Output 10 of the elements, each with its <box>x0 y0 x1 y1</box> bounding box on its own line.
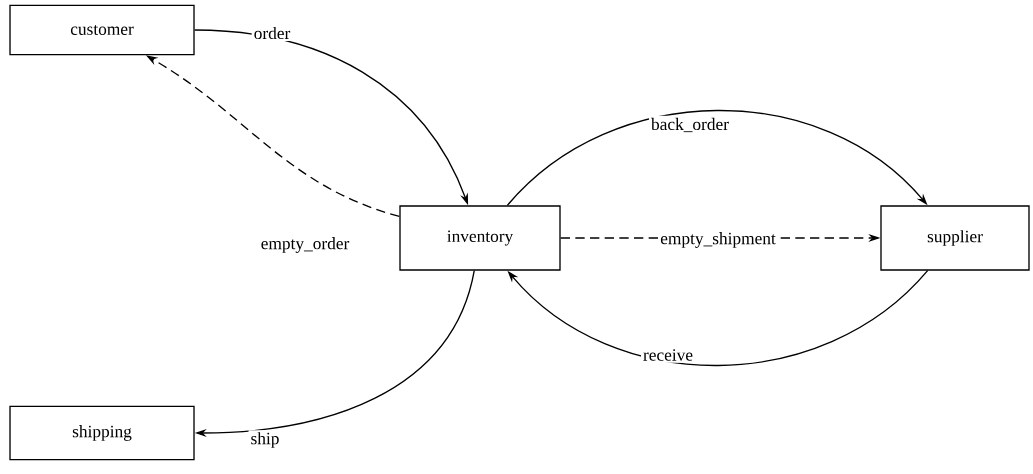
edge-label: back_order <box>649 115 731 135</box>
process-box: shipping <box>9 405 195 461</box>
edge-label: receive <box>641 347 695 363</box>
edge-label: empty_shipment <box>658 230 778 250</box>
edge-label: empty_order <box>258 235 352 255</box>
process-box: supplier <box>880 205 1030 271</box>
edge-label: ship <box>248 430 282 450</box>
edge-label: order <box>251 24 293 42</box>
process-box: inventory <box>399 205 561 271</box>
process-box: customer <box>9 4 195 56</box>
